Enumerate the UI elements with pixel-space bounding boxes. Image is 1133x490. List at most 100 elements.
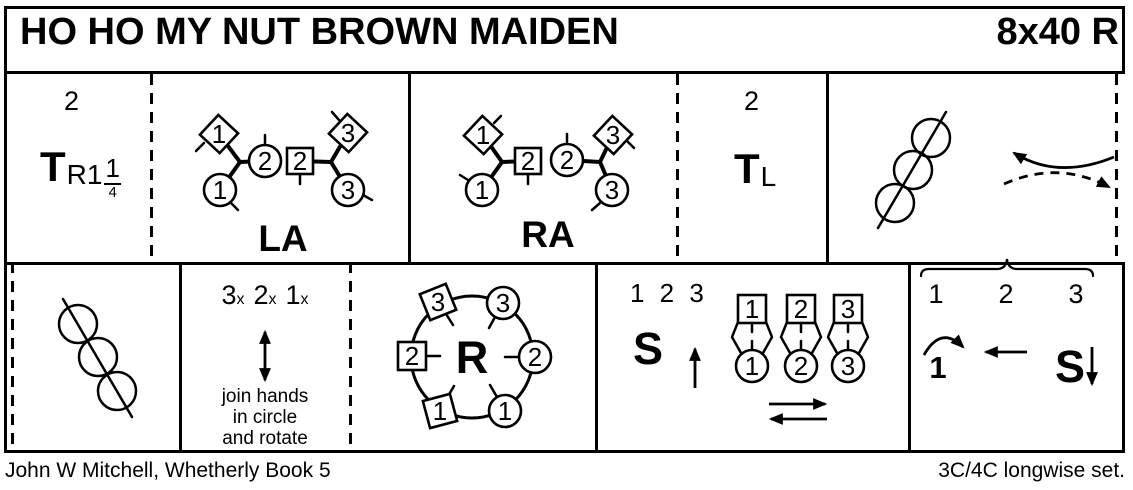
man-2-symbol: 2 (285, 146, 315, 176)
note-line: join hands (221, 386, 309, 407)
finish-diagram: 1 2 3 1 S (919, 258, 1098, 392)
turn-right-symbol: T R1 1 4 (40, 146, 121, 201)
set-symbol: S (633, 323, 664, 374)
woman-2-symbol: 2 (517, 339, 553, 375)
svg-text:2: 2 (528, 342, 542, 372)
couple-symbol: 1 1 (730, 293, 774, 384)
man-3-symbol: 3 (327, 112, 369, 154)
facing-ticks (458, 114, 636, 212)
dashed-bar-divider (150, 74, 153, 262)
svg-text:3: 3 (605, 175, 619, 205)
facing-ticks (194, 110, 374, 212)
man-3-symbol: 3 (592, 114, 634, 156)
woman-1-symbol: 1 (202, 172, 238, 208)
svg-text:2: 2 (521, 146, 535, 176)
svg-text:3: 3 (841, 294, 855, 324)
chain-circles-icon (57, 297, 138, 419)
count: 3 (221, 280, 237, 310)
row-divider-line (4, 262, 1125, 265)
bar-cell-set-retire: 1 2 3 1 S (910, 258, 1122, 450)
instruction-note: join hands in circle and rotate (181, 386, 349, 449)
turn-hand-label: L (760, 161, 777, 192)
woman-3-symbol: 3 (485, 285, 521, 321)
repeat-info: 8x40 R (996, 11, 1119, 53)
bar-cell-diagonal-lead (828, 74, 1116, 262)
woman-1-symbol: 1 (734, 348, 770, 384)
svg-text:2: 2 (560, 145, 574, 175)
svg-text:3: 3 (606, 120, 620, 150)
couples-diagram: 1 1 2 2 (689, 293, 870, 425)
man-2-symbol: 2 (396, 340, 428, 372)
times-label: x (268, 291, 277, 308)
times-label: x (300, 291, 309, 308)
woman-2-symbol: 2 (247, 143, 283, 179)
bar-count: 2 (744, 86, 760, 116)
note-line: and rotate (222, 428, 308, 449)
turn-arrow-icon (922, 334, 965, 356)
man-3-symbol: 3 (832, 293, 864, 325)
left-allemande-diagram: 1 1 2 2 3 3 LA (194, 110, 374, 259)
dance-title: HO HO MY NUT BROWN MAIDEN (20, 11, 619, 53)
bar-cell-ring-round: 3 3 2 2 1 1 R (351, 262, 595, 450)
woman-3-symbol: 3 (594, 172, 630, 208)
bar-count: 1 2 3 (630, 278, 708, 308)
hand-join-lines (217, 131, 350, 192)
note-line: in circle (232, 407, 298, 428)
advance-retire-arrows-icon (768, 398, 828, 425)
svg-text:2: 2 (293, 146, 307, 176)
dashed-bar-divider (349, 262, 352, 450)
turn-symbol: T (734, 145, 760, 192)
bar-cell-set-advance: 1 2 3 S 1 1 2 (597, 262, 908, 450)
svg-text:3: 3 (341, 118, 355, 148)
count: 1 (285, 280, 301, 310)
turn-fraction: 1 4 (104, 154, 121, 202)
ring-diagram: 3 3 2 2 1 1 R (396, 282, 553, 430)
woman-3-symbol: 3 (830, 348, 866, 384)
up-down-arrow-icon (259, 329, 271, 383)
diagonal-lead-diagram (874, 110, 1115, 230)
bar-count: 2 (64, 86, 80, 116)
man-1-symbol: 1 (421, 392, 459, 430)
svg-text:3: 3 (841, 351, 855, 381)
man-1-symbol: 1 (736, 293, 768, 325)
bottom-border-line (4, 450, 1125, 453)
facing-ticks (425, 312, 520, 400)
bar-divider (595, 262, 598, 450)
turning-dancer-number: 1 (929, 350, 946, 385)
bar-divider (908, 262, 911, 450)
bar-divider (408, 74, 411, 262)
svg-text:2: 2 (405, 341, 419, 371)
svg-text:3: 3 (496, 288, 510, 318)
turn-symbol: T (40, 143, 66, 190)
dashed-continuation-line (1115, 74, 1118, 262)
man-3-symbol: 3 (418, 282, 458, 322)
fraction-numerator: 1 (104, 154, 121, 186)
svg-text:2: 2 (258, 146, 272, 176)
figure-label: RA (521, 214, 574, 255)
bar-cell-right-allemande: 1 1 2 2 3 3 RA (410, 74, 676, 262)
svg-text:1: 1 (476, 120, 490, 150)
right-border-line (1122, 262, 1125, 453)
set-type: 3C/4C longwise set. (938, 459, 1125, 482)
fraction-denominator: 4 (108, 184, 117, 202)
right-allemande-diagram: 1 1 2 2 3 3 RA (458, 114, 636, 255)
svg-text:3: 3 (341, 175, 355, 205)
set-symbol: S (1055, 341, 1085, 392)
man-1-symbol: 1 (198, 113, 240, 155)
svg-text:2: 2 (794, 351, 808, 381)
position-number: 2 (998, 279, 1013, 309)
position-number: 1 (928, 279, 943, 309)
svg-text:1: 1 (212, 119, 226, 149)
svg-text:1: 1 (498, 396, 512, 426)
bar-divider (179, 262, 182, 450)
hand-join-lines (480, 133, 615, 192)
turn-left-symbol: T L (734, 148, 776, 191)
woman-1-symbol: 1 (487, 393, 523, 429)
figure-label: LA (258, 218, 307, 259)
diagonal-chase-diagram (57, 297, 138, 419)
woman-2-symbol: 2 (783, 348, 819, 384)
svg-text:1: 1 (475, 175, 489, 205)
svg-text:2: 2 (794, 294, 808, 324)
